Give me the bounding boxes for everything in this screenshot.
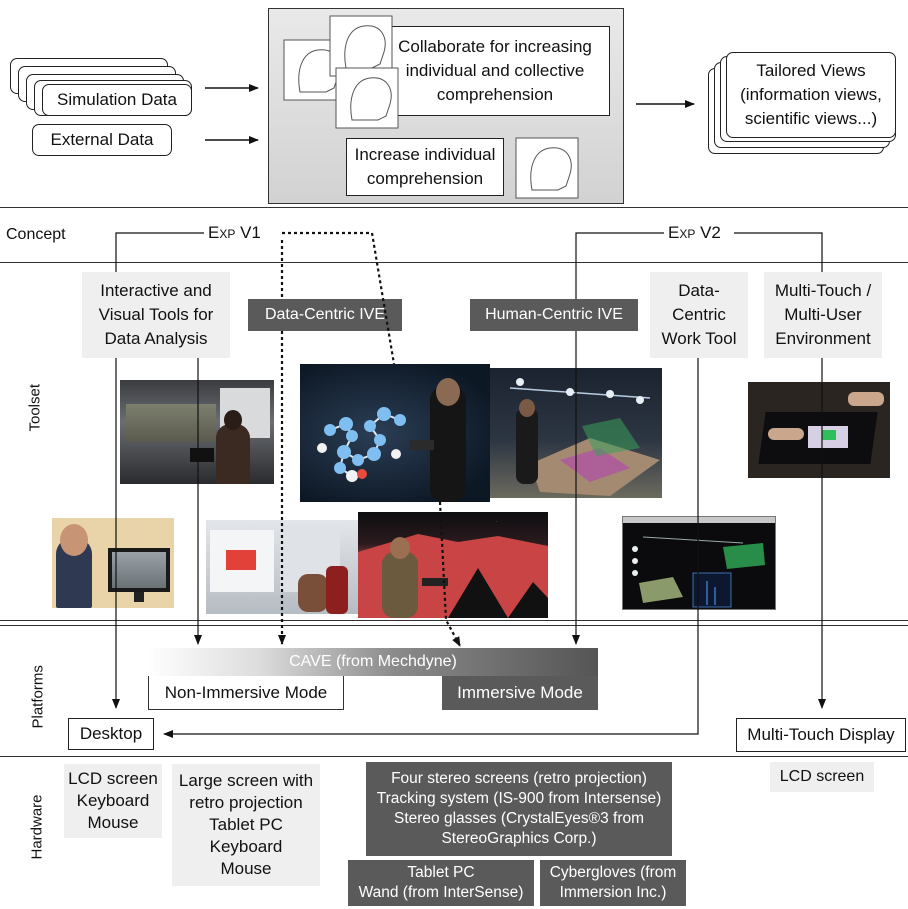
exp-v1-label: Exp V1 [204,223,265,243]
separator-toolset-bottom-2 [0,625,908,627]
line-photo-to-immersive [438,501,461,647]
large-screen-hardware-box: Large screen with retro projection Table… [172,764,320,886]
multitouch-display-label: Multi-Touch Display [747,725,895,744]
simulation-data-card: Simulation Data [42,84,192,116]
hw-mouse-2: Mouse [220,859,272,878]
line-worktool-to-desktop [163,358,699,738]
hw-keyboard: Keyboard [76,791,150,810]
separator-concept-top [0,207,908,209]
red-terrain-graphic: . [358,518,548,618]
row-label-concept: Concept [6,226,66,243]
human-centric-ive-label: Human-Centric IVE [485,306,623,323]
line-expv1-left [115,232,204,272]
photo-data-centric-cave [300,364,490,502]
hw-wand: Wand (from InterSense) [358,884,524,901]
hw-cybergloves: Cybergloves (from [549,864,677,881]
data-centric-ive-label: Data-Centric IVE [264,306,386,323]
head-sketch-2 [329,15,393,77]
line-expv1-dotted [282,231,396,365]
hw-stereographics: StereoGraphics Corp.) [441,830,597,847]
hw-keyboard-2: Keyboard [209,837,283,856]
tailored-views-card: Tailored Views (information views, scien… [726,52,896,138]
separator-concept-bottom [0,262,908,264]
human-centric-ive-box: Human-Centric IVE [470,299,638,331]
individual-box: Increase individual comprehension [346,138,504,196]
molecule-graphic [317,378,466,502]
photo-human-centric-cave [490,368,662,498]
photo-desktop-user [52,518,174,608]
hw-retro-projection: retro projection [189,793,303,812]
hw-tablet-pc-cave: Tablet PC [407,864,475,881]
data-centric-ive-box: Data-Centric IVE [248,299,402,331]
hw-tracking-system: Tracking system (IS-900 from Intersense) [376,790,662,807]
multitouch-display-box: Multi-Touch Display [736,718,906,752]
photo-terrain-wand: . [358,512,548,618]
exp-v2-label: Exp V2 [664,223,725,243]
hw-immersion: Immersion Inc.) [559,884,667,901]
hw-lcd-screen: LCD screen [68,769,158,788]
hw-large-screen: Large screen with [178,771,314,790]
line-expv2-left [575,232,664,299]
separator-platforms-bottom [0,756,908,758]
collaborate-label: Collaborate for increasing individual an… [398,37,592,104]
interactive-tools-label: Interactive and Visual Tools for Data An… [98,281,214,348]
desktop-hardware-box: LCD screen Keyboard Mouse [64,764,162,838]
hw-stereo-glasses: Stereo glasses (CrystalEyes®3 from [393,810,645,827]
head-sketch-3 [335,67,399,129]
external-data-label: External Data [50,130,154,149]
svg-text:.: . [496,518,497,523]
immersive-box: Immersive Mode [442,676,598,710]
hw-mouse: Mouse [87,813,139,832]
individual-label: Increase individual comprehension [354,145,496,188]
cave-hardware-box: Four stereo screens (retro projection) T… [366,762,672,856]
data-centric-work-tool-box: Data-Centric Work Tool [650,272,748,358]
hw-tablet-pc: Tablet PC [209,815,283,834]
cybergloves-hardware-box: Cybergloves (from Immersion Inc.) [540,860,686,906]
non-immersive-box: Non-Immersive Mode [148,676,344,710]
desktop-box: Desktop [68,718,154,750]
terrain-graphic [509,378,660,496]
tailored-views-label: Tailored Views (information views, scien… [740,61,882,128]
separator-toolset-bottom-1 [0,620,908,622]
hw-stereo-screens: Four stereo screens (retro projection) [391,770,647,787]
immersive-label: Immersive Mode [457,683,583,702]
photo-multitouch-table [748,382,890,478]
work-tool-graphic [623,517,775,608]
multitouch-env-box: Multi-Touch / Multi-User Environment [764,272,882,358]
multitouch-hardware-box: LCD screen [770,762,874,792]
desktop-label: Desktop [79,724,143,743]
hw-lcd-screen-multitouch: LCD screen [779,768,865,785]
line-expv2-right [734,232,823,272]
cave-bar: CAVE (from Mechdyne) [148,648,598,676]
cave-label: CAVE (from Mechdyne) [289,653,457,670]
tablet-wand-hardware-box: Tablet PC Wand (from InterSense) [348,860,534,906]
photo-large-screen-tablet [120,380,274,484]
multitouch-env-label: Multi-Touch / Multi-User Environment [774,281,872,348]
head-sketch-4 [515,137,579,199]
non-immersive-label: Non-Immersive Mode [164,682,328,702]
work-tool-label: Data-Centric Work Tool [661,281,737,348]
simulation-data-label: Simulation Data [56,90,177,109]
external-data-card: External Data [32,124,172,156]
photo-work-tool-screen [622,516,776,610]
interactive-tools-box: Interactive and Visual Tools for Data An… [82,272,230,358]
